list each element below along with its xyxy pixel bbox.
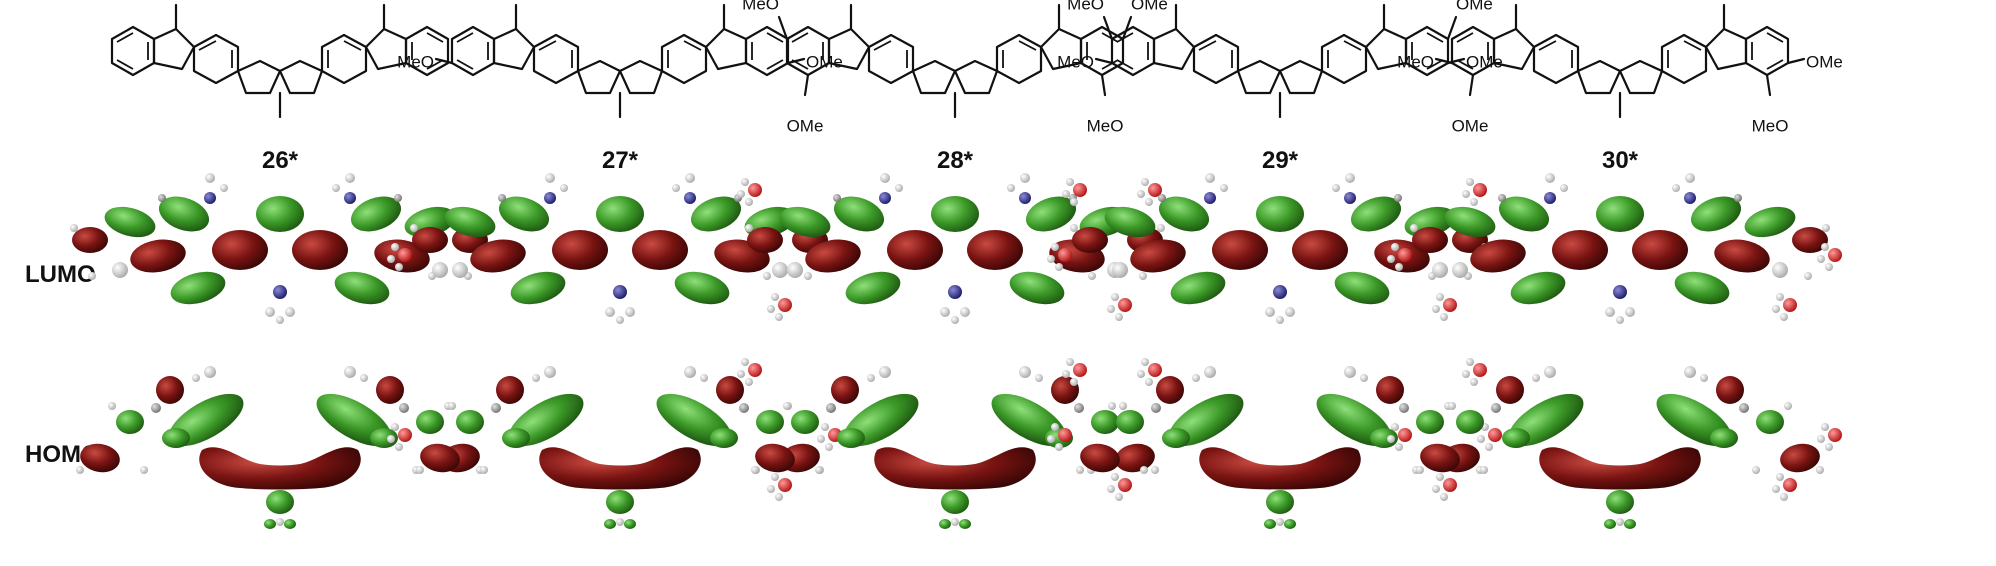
- substituent-bond: [1094, 57, 1114, 65]
- methoxy-atom-marker: [737, 178, 762, 206]
- methoxy-atom-marker: [1137, 358, 1162, 386]
- compound-label: 30*: [1602, 147, 1639, 174]
- substituent-label: MeO: [397, 52, 434, 71]
- substituent-label: OMe: [1131, 0, 1168, 13]
- methoxy-atom-marker: [1772, 473, 1797, 501]
- methoxy-atom-marker: [1432, 473, 1457, 501]
- methoxy-atom-marker: [1137, 178, 1162, 206]
- substituent-label: OMe: [1456, 0, 1493, 13]
- substituent-label: OMe: [1452, 116, 1489, 135]
- compound-label: 29*: [1262, 147, 1299, 174]
- substituent-label: MeO: [1397, 52, 1434, 71]
- substituent-bond: [1765, 73, 1772, 97]
- row-label-lumo: LUMO: [25, 261, 96, 288]
- substituent-bond: [803, 73, 810, 97]
- substituent-bond: [1468, 73, 1475, 97]
- substituent-label: MeO: [1057, 52, 1094, 71]
- substituent-bond: [1446, 15, 1458, 41]
- homo-lobes: [76, 366, 484, 529]
- substituent-bond: [434, 57, 454, 65]
- methoxy-atom-marker: [767, 473, 792, 501]
- methoxy-atom-marker: [1107, 473, 1132, 501]
- methoxy-atom-marker: [1462, 358, 1487, 386]
- substituent-bond: [1121, 15, 1133, 41]
- methoxy-atom-marker: [1772, 293, 1797, 321]
- substituent-label: MeO: [742, 0, 779, 13]
- methoxy-atom-marker: [1107, 293, 1132, 321]
- methoxy-atom-marker: [387, 423, 412, 451]
- substituent-label: OMe: [1806, 52, 1843, 71]
- homo-orbital-render: [76, 366, 484, 529]
- compound-column: 26*: [70, 3, 490, 529]
- compound-label: 28*: [937, 147, 974, 174]
- compound-label: 27*: [602, 147, 639, 174]
- structure-drawing: MeO OMe: [397, 3, 843, 119]
- methoxy-atom-marker: [767, 293, 792, 321]
- methoxy-atom-marker: [1387, 423, 1412, 451]
- substituent-label: MeO: [1752, 116, 1789, 135]
- substituent-label: OMe: [806, 52, 843, 71]
- compound-label: 26*: [262, 147, 299, 174]
- substituent-bond: [1102, 15, 1114, 41]
- methoxy-atom-marker: [1462, 178, 1487, 206]
- substituent-label: MeO: [1087, 116, 1124, 135]
- substituent-bond: [1786, 57, 1806, 65]
- substituent-bond: [1100, 73, 1107, 97]
- substituent-label: OMe: [787, 116, 824, 135]
- homo-orbital-render: [1416, 366, 1824, 529]
- compound-column: MeO OMe 27*: [387, 3, 843, 529]
- methoxy-atom-marker: [1817, 423, 1842, 451]
- methoxy-atom-marker: [1432, 293, 1457, 321]
- homo-lobes: [1416, 366, 1824, 529]
- indolocarbazole-skeleton: [450, 3, 790, 119]
- substituent-bond: [777, 15, 789, 41]
- substituent-bond: [786, 57, 806, 65]
- substituent-label: MeO: [1067, 0, 1104, 13]
- substituent-bond: [1434, 57, 1454, 65]
